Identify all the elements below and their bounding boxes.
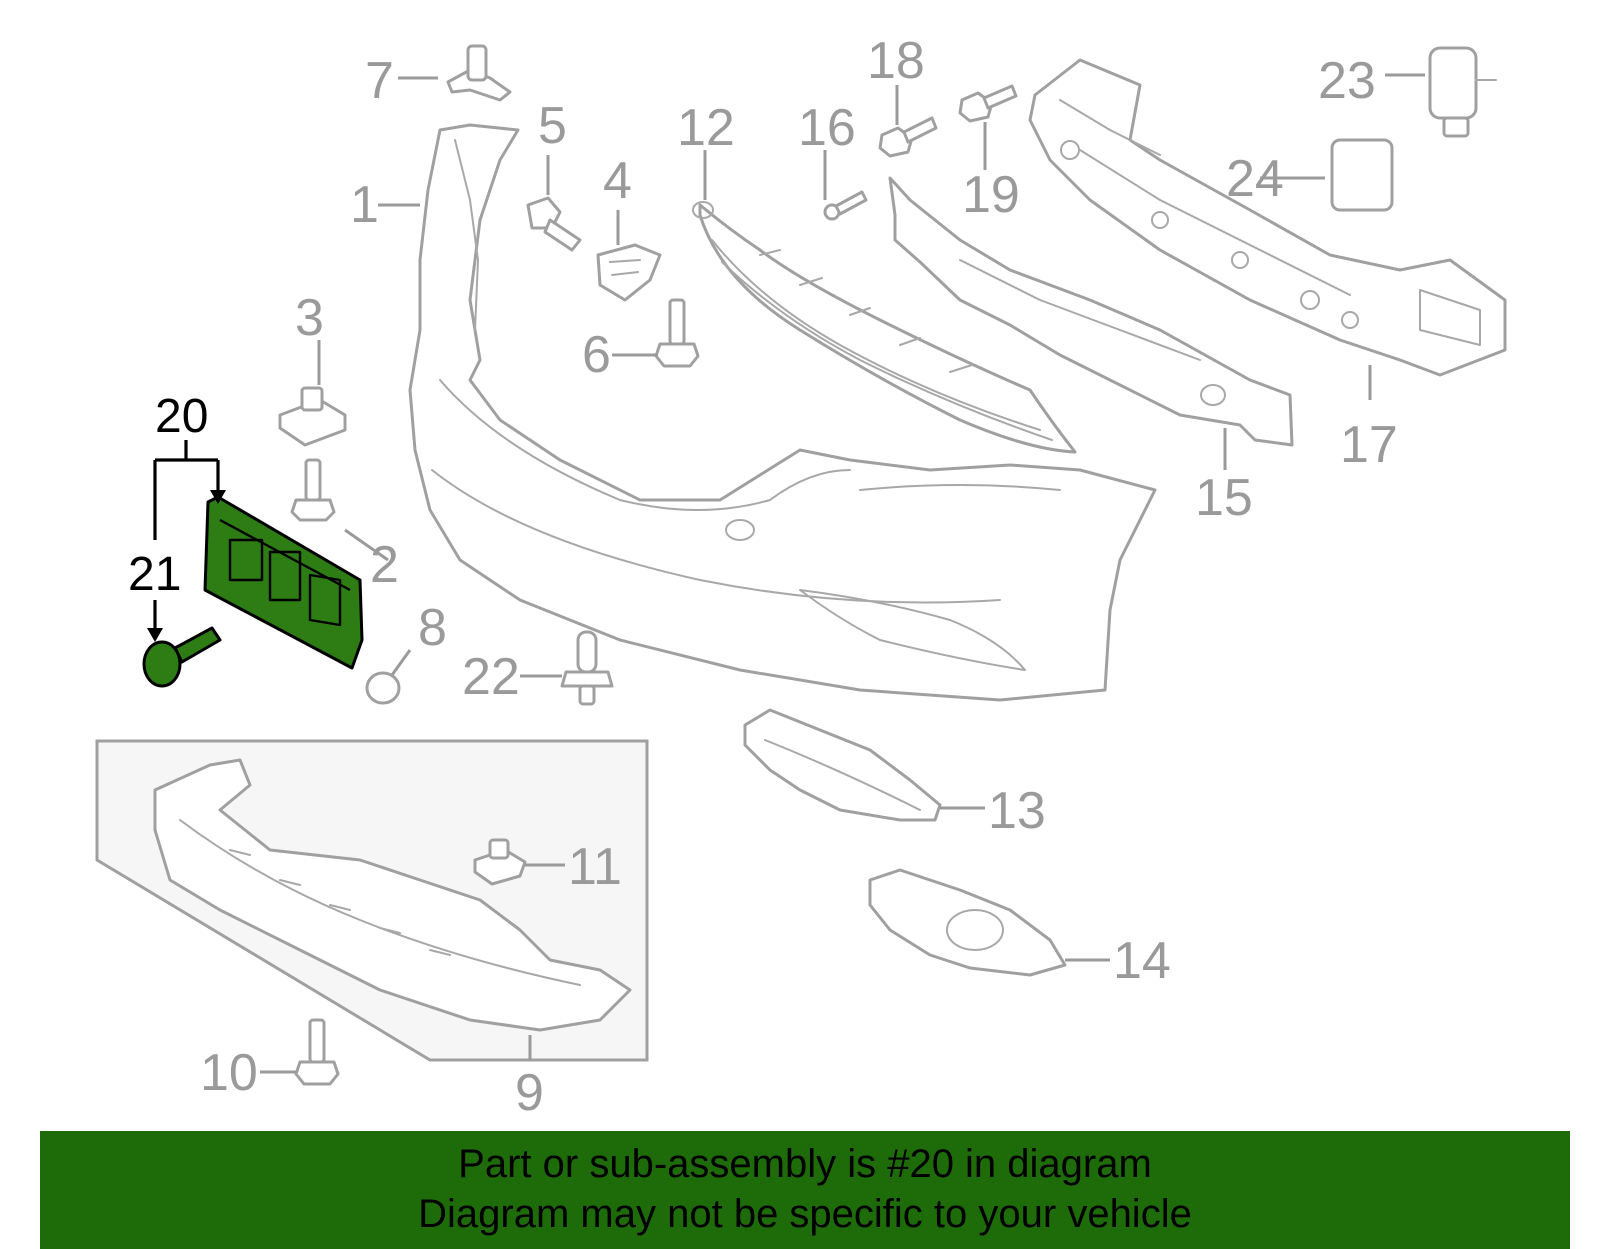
callout-5: 5 [538, 97, 567, 155]
part-2-bolt [290, 458, 336, 522]
callout-10: 10 [200, 1044, 258, 1102]
parts-diagram: 1 2 3 4 5 6 7 8 9 10 11 12 13 14 15 16 1… [95, 32, 1507, 1122]
part-22-push-pin [560, 630, 614, 706]
part-14-bezel [868, 868, 1067, 977]
part-15-energy-absorber [888, 176, 1294, 447]
callout-8: 8 [418, 599, 447, 657]
info-banner: Part or sub-assembly is #20 in diagram D… [40, 1131, 1570, 1249]
callout-14: 14 [1113, 932, 1171, 990]
part-1-bumper-cover [408, 123, 1157, 702]
callout-3: 3 [295, 289, 324, 347]
banner-line-1: Part or sub-assembly is #20 in diagram [458, 1142, 1152, 1186]
callout-22: 22 [462, 648, 520, 706]
callout-arrows [260, 73, 1425, 1074]
banner-line-2: Diagram may not be specific to your vehi… [418, 1192, 1192, 1236]
part-24-cover [1330, 138, 1394, 212]
part-5-screw [526, 196, 582, 252]
callout-7: 7 [365, 52, 394, 110]
callout-12: 12 [677, 99, 735, 157]
callout-16: 16 [798, 99, 856, 157]
part-9-under-cover [153, 758, 632, 1032]
part-4-bracket [596, 243, 662, 302]
part-18-bolt [878, 116, 938, 158]
part-23-sensor [1428, 46, 1497, 138]
part-20-license-bracket [203, 495, 364, 670]
callout-9: 9 [515, 1064, 544, 1122]
part-7-clip [446, 44, 512, 102]
part-13-bezel [743, 708, 942, 822]
part-3-nut-clip [278, 386, 347, 447]
callout-20: 20 [155, 390, 208, 443]
callout-15: 15 [1195, 469, 1253, 527]
callout-23: 23 [1318, 52, 1376, 110]
part-16-screw [823, 190, 868, 221]
part-10-bolt [294, 1018, 340, 1086]
callout-4: 4 [603, 152, 632, 210]
part-17-reinforcement [1028, 58, 1507, 377]
part-21-bolt [142, 626, 222, 688]
callout-19: 19 [962, 166, 1020, 224]
callout-6: 6 [582, 326, 611, 384]
part-11-nut-clip [473, 838, 527, 886]
callout-arrows-highlight [147, 440, 226, 642]
callout-24: 24 [1226, 150, 1284, 208]
callout-1: 1 [350, 176, 379, 234]
callout-11: 11 [568, 838, 622, 896]
part-19-bolt [958, 84, 1018, 123]
callout-2: 2 [370, 536, 399, 594]
callout-13: 13 [988, 782, 1046, 840]
callout-labels: 1 2 3 4 5 6 7 8 9 10 11 12 13 14 15 16 1… [128, 32, 1398, 1122]
part-8-grommet [365, 671, 401, 705]
part-12-grille [692, 201, 1077, 454]
part-6-bolt [654, 298, 700, 368]
callout-17: 17 [1340, 416, 1398, 474]
callout-21: 21 [128, 548, 181, 601]
callout-18: 18 [867, 32, 925, 90]
